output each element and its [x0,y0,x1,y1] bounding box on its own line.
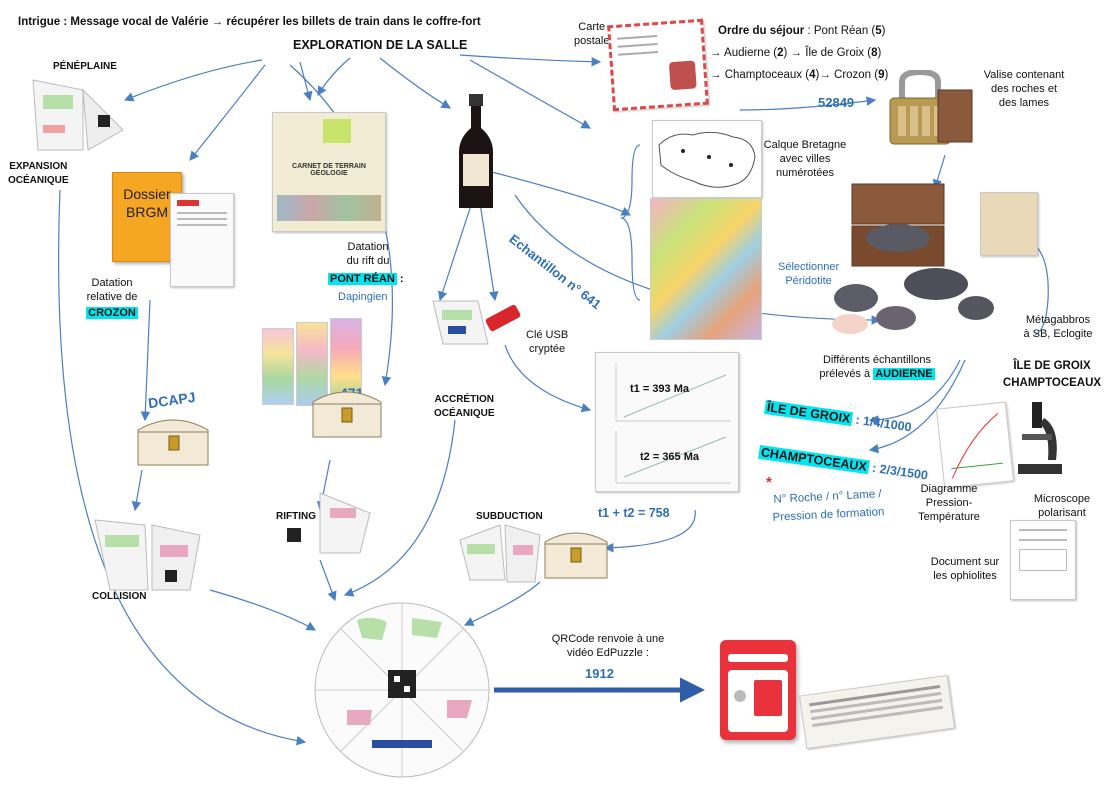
t-sum: t1 + t2 = 758 [598,506,670,520]
t2-value: t2 = 365 Ma [640,451,700,463]
asterisk-mark: * [766,474,772,491]
rock-samples[interactable] [826,262,1004,338]
roche-lame-note: N° Roche / n° Lame /Pression de formatio… [772,488,885,524]
dapingien-label: Dapingien [338,291,388,303]
chest-subduction[interactable] [540,524,612,582]
pont-rean-line: PONT RÉAN : [328,273,404,285]
subduction-fan-card[interactable] [455,520,545,588]
echantillons-label: Différents échantillons prélevés à AUDIE… [819,354,935,380]
rifting-label: RIFTING [276,511,316,522]
pt-diagram-sheet[interactable] [936,401,1014,489]
collision-label: COLLISION [92,591,147,602]
geological-map[interactable] [650,198,762,340]
postcard[interactable] [607,18,709,112]
chest-471[interactable] [308,382,386,442]
brgm-document[interactable] [170,193,234,287]
slides-box[interactable] [980,192,1038,256]
accretion-fan-card[interactable] [428,296,498,348]
audierne-highlight: AUDIERNE [873,368,935,380]
code-52849: 52849 [818,95,855,110]
t1-value: t1 = 393 Ma [630,383,690,395]
peneplaine-label: PÉNÉPLAINE [53,61,117,72]
piggy-safe[interactable] [720,640,796,740]
wine-bottle[interactable] [455,92,497,212]
subduction-label: SUBDUCTION [476,511,543,522]
datation-relative-label: Datation relative de CROZON [86,277,138,319]
carnet-terrain-notebook[interactable]: CARNET DE TERRAIN GÉOLOGIE [272,112,386,232]
suitcase[interactable] [848,180,948,270]
peneplaine-fan-card[interactable] [28,75,128,155]
collision-fan-card[interactable] [90,515,210,595]
page-title: EXPLORATION DE LA SALLE [293,38,468,52]
chest-dcapj[interactable] [133,410,213,470]
ophiolite-document[interactable] [1010,520,1076,600]
crozon-highlight: CROZON [86,307,138,319]
usb-key[interactable] [478,305,528,335]
rifting-fan-card[interactable] [275,488,375,558]
ordre-sejour-block: Ordre du séjour : Pont Réan (5) → Audier… [710,25,889,81]
combination-padlock[interactable] [880,70,975,152]
bretagne-calque[interactable] [652,120,762,198]
geology-wheel[interactable] [312,600,492,780]
datation-rift-label: Datation du rift du [346,241,390,267]
code-1912: 1912 [585,666,614,681]
microscope[interactable] [1008,398,1068,478]
stratigraphic-charts[interactable] [262,318,380,406]
pont-rean-highlight: PONT RÉAN [328,273,397,285]
isochron-graph[interactable]: t1 = 393 Ma t2 = 365 Ma [595,352,739,492]
intrigue-text: Intrigue : Message vocal de Valérie → ré… [18,16,481,28]
